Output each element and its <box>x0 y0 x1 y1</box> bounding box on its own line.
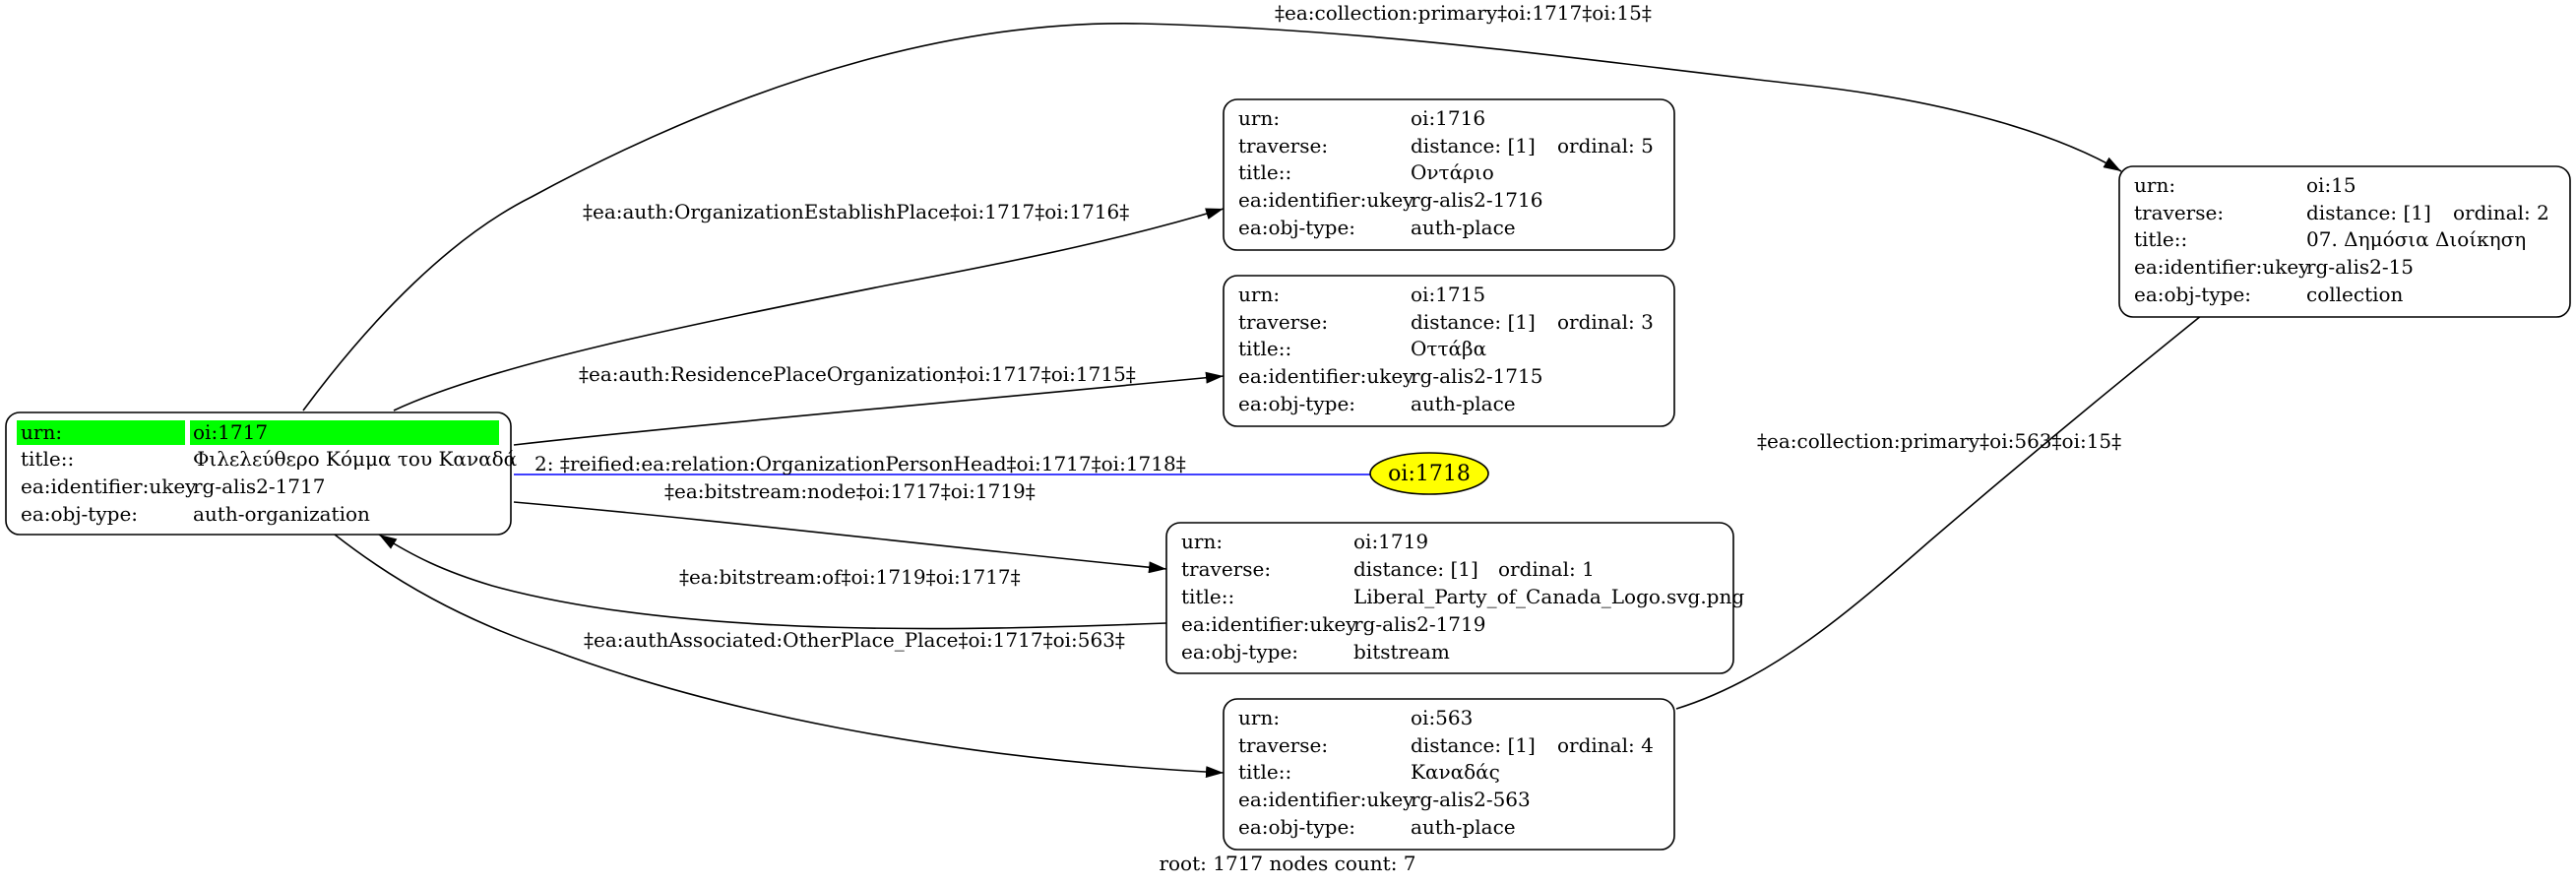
edge-label-1717-1718: 2: ‡reified:ea:relation:OrganizationPers… <box>534 452 1186 475</box>
node-oi-563[interactable]: urn: oi:563 traverse: distance: [1] ordi… <box>1223 698 1675 851</box>
node-1719-value-1: distance: [1] <box>1353 557 1478 581</box>
node-1715-value-0: oi:1715 <box>1411 283 1485 306</box>
node-563-value-0: oi:563 <box>1411 706 1473 729</box>
node-1716-value-2: Οντάριο <box>1411 160 1494 184</box>
edge-1717-to-1716: ‡ea:auth:OrganizationEstablishPlace‡oi:1… <box>393 200 1225 411</box>
edge-label-1719-1717: ‡ea:bitstream:of‡oi:1719‡oi:1717‡ <box>679 565 1021 589</box>
node-563-key-1: traverse: <box>1238 733 1328 757</box>
edge-label-563-15: ‡ea:collection:primary‡oi:563‡oi:15‡ <box>1757 429 2121 453</box>
node-1716-value-3: rg-alis2-1716 <box>1411 188 1542 212</box>
node-15-key-1: traverse: <box>2134 201 2224 224</box>
node-1715-value-3: rg-alis2-1715 <box>1411 364 1542 388</box>
node-563-value-4: auth-place <box>1411 815 1516 839</box>
node-1716-value-0: oi:1716 <box>1411 106 1485 130</box>
node-1719-key-3: ea:identifier:ukey <box>1181 612 1357 636</box>
node-1715-key-3: ea:identifier:ukey <box>1238 364 1414 388</box>
node-oi-1715[interactable]: urn: oi:1715 traverse: distance: [1] ord… <box>1223 275 1675 427</box>
node-1715-key-1: traverse: <box>1238 310 1328 334</box>
node-1716-key-1: traverse: <box>1238 134 1328 158</box>
node-1719-key-0: urn: <box>1181 530 1223 553</box>
node-15-value-3: rg-alis2-15 <box>2306 255 2414 279</box>
node-15-key-2: title:: <box>2134 227 2187 251</box>
node-oi-1716[interactable]: urn: oi:1716 traverse: distance: [1] ord… <box>1223 98 1675 251</box>
node-oi-15[interactable]: urn: oi:15 traverse: distance: [1] ordin… <box>2118 165 2571 318</box>
edge-563-to-15: ‡ea:collection:primary‡oi:563‡oi:15‡ <box>1675 269 2259 710</box>
node-1715-extra-1: ordinal: 3 <box>1557 310 1654 334</box>
node-1717-key-3: ea:obj-type: <box>21 502 138 526</box>
node-563-key-2: title:: <box>1238 760 1291 784</box>
edge-1717-to-1718: 2: ‡reified:ea:relation:OrganizationPers… <box>514 452 1388 478</box>
node-1717-key-2: ea:identifier:ukey <box>21 474 197 498</box>
node-15-key-4: ea:obj-type: <box>2134 283 2251 306</box>
node-oi-1719[interactable]: urn: oi:1719 traverse: distance: [1] ord… <box>1165 522 1744 674</box>
node-1717-value-0: oi:1717 <box>193 420 268 444</box>
node-15-extra-1: ordinal: 2 <box>2453 201 2549 224</box>
node-563-value-3: rg-alis2-563 <box>1411 788 1531 811</box>
node-15-value-0: oi:15 <box>2306 173 2356 197</box>
node-563-key-4: ea:obj-type: <box>1238 815 1355 839</box>
node-1719-key-4: ea:obj-type: <box>1181 640 1298 664</box>
edge-label-1717-1716: ‡ea:auth:OrganizationEstablishPlace‡oi:1… <box>583 200 1129 223</box>
node-1717-value-3: auth-organization <box>193 502 370 526</box>
node-563-key-3: ea:identifier:ukey <box>1238 788 1414 811</box>
edge-label-1717-563: ‡ea:authAssociated:OtherPlace_Place‡oi:1… <box>584 628 1125 652</box>
node-15-value-4: collection <box>2306 283 2404 306</box>
node-1717-value-1: Φιλελεύθερο Κόμμα του Καναδά <box>193 447 517 471</box>
node-15-value-2: 07. Δημόσια Διοίκηση <box>2306 227 2526 251</box>
node-1717-key-1: title:: <box>21 447 74 471</box>
node-1717-key-0: urn: <box>21 420 62 444</box>
node-1719-value-2: Liberal_Party_of_Canada_Logo.svg.png <box>1353 585 1744 608</box>
node-563-key-0: urn: <box>1238 706 1280 729</box>
edge-1717-to-15: ‡ea:collection:primary‡oi:1717‡oi:15‡ <box>302 1 2122 411</box>
node-1715-key-2: title:: <box>1238 337 1291 360</box>
node-563-value-2: Καναδάς <box>1411 760 1500 784</box>
node-1715-key-0: urn: <box>1238 283 1280 306</box>
node-1719-key-2: title:: <box>1181 585 1234 608</box>
node-1716-value-1: distance: [1] <box>1411 134 1536 158</box>
node-15-value-1: distance: [1] <box>2306 201 2431 224</box>
edge-1717-to-1719: ‡ea:bitstream:node‡oi:1717‡oi:1719‡ <box>513 479 1167 574</box>
node-1718-label: oi:1718 <box>1388 462 1471 486</box>
node-1719-value-0: oi:1719 <box>1353 530 1428 553</box>
node-563-extra-1: ordinal: 4 <box>1557 733 1654 757</box>
edge-label-1717-15: ‡ea:collection:primary‡oi:1717‡oi:15‡ <box>1275 1 1652 25</box>
node-1719-key-1: traverse: <box>1181 557 1271 581</box>
node-15-key-3: ea:identifier:ukey <box>2134 255 2310 279</box>
node-1716-key-2: title:: <box>1238 160 1291 184</box>
node-oi-1718[interactable]: oi:1718 <box>1369 452 1489 495</box>
node-1716-key-3: ea:identifier:ukey <box>1238 188 1414 212</box>
edge-label-1717-1715: ‡ea:auth:ResidencePlaceOrganization‡oi:1… <box>579 362 1136 386</box>
node-1719-value-4: bitstream <box>1353 640 1450 664</box>
graph-footer: root: 1717 nodes count: 7 <box>1159 852 1415 875</box>
node-1719-value-3: rg-alis2-1719 <box>1353 612 1485 636</box>
node-oi-1717[interactable]: urn: oi:1717 title:: Φιλελεύθερο Κόμμα τ… <box>5 411 517 536</box>
edge-1717-to-1715: ‡ea:auth:ResidencePlaceOrganization‡oi:1… <box>513 362 1225 446</box>
node-1715-value-4: auth-place <box>1411 392 1516 415</box>
node-1715-key-4: ea:obj-type: <box>1238 392 1355 415</box>
node-563-value-1: distance: [1] <box>1411 733 1536 757</box>
edge-1719-to-1717: ‡ea:bitstream:of‡oi:1719‡oi:1717‡ <box>378 534 1167 630</box>
node-1716-value-4: auth-place <box>1411 216 1516 239</box>
node-1715-value-2: Οττάβα <box>1411 337 1486 360</box>
node-1715-value-1: distance: [1] <box>1411 310 1536 334</box>
node-1716-key-4: ea:obj-type: <box>1238 216 1355 239</box>
node-1717-value-2: rg-alis2-1717 <box>193 474 325 498</box>
root-urn-value-highlight <box>190 420 499 445</box>
node-1716-key-0: urn: <box>1238 106 1280 130</box>
node-1716-extra-1: ordinal: 5 <box>1557 134 1654 158</box>
edge-label-1717-1719: ‡ea:bitstream:node‡oi:1717‡oi:1719‡ <box>664 479 1036 503</box>
edge-1717-to-563: ‡ea:authAssociated:OtherPlace_Place‡oi:1… <box>334 534 1225 779</box>
node-1719-extra-1: ordinal: 1 <box>1498 557 1595 581</box>
root-urn-key-highlight <box>17 420 185 445</box>
node-15-key-0: urn: <box>2134 173 2175 197</box>
